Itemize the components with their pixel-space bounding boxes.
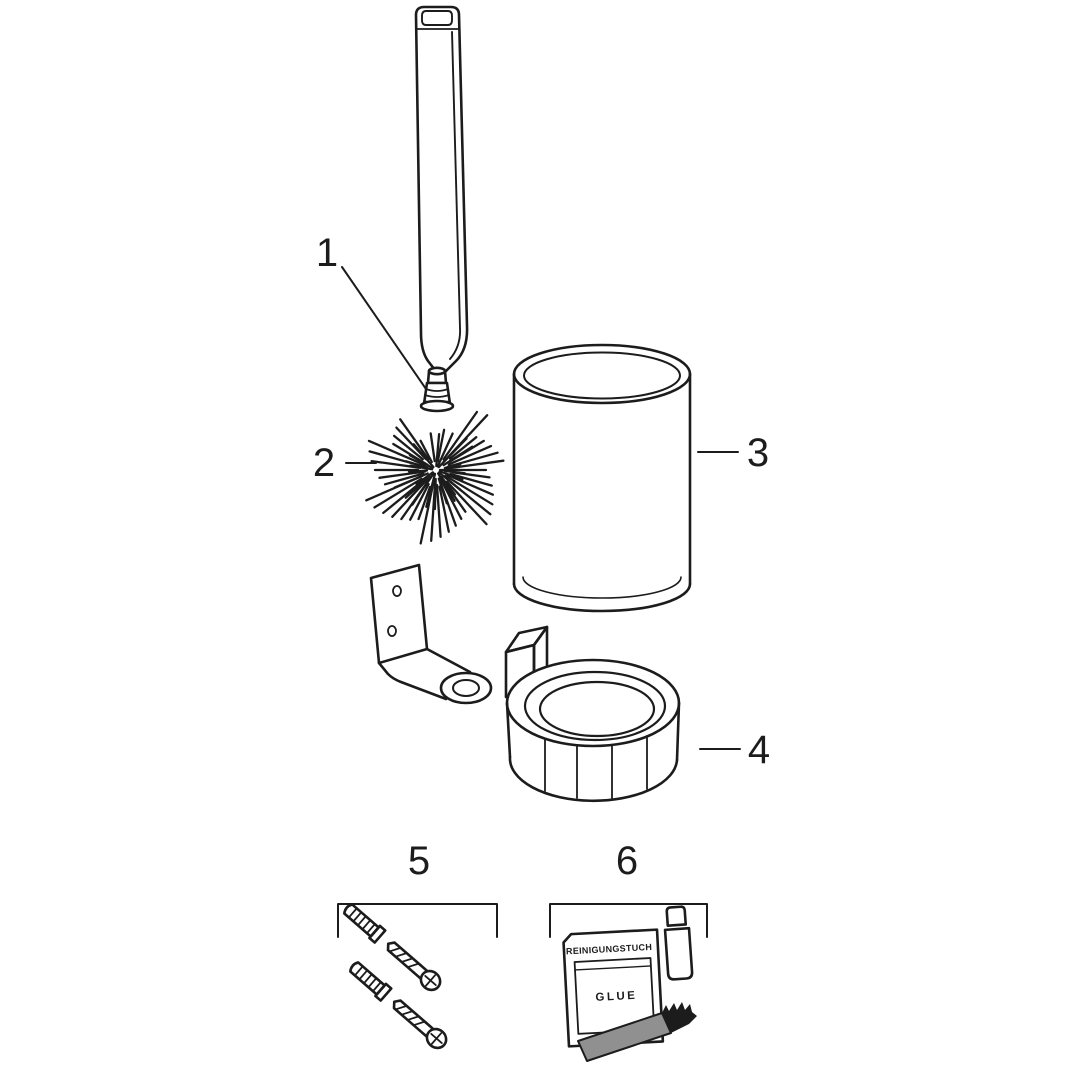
glue-set: REINIGUNGSTUCH GLUE bbox=[562, 905, 697, 1062]
part-label-4: 4 bbox=[748, 728, 770, 772]
screw-anchor-set bbox=[339, 899, 452, 1054]
brush-handle bbox=[414, 5, 469, 375]
tumbler bbox=[512, 343, 692, 613]
part-label-6: 6 bbox=[616, 839, 638, 883]
part-label-3: 3 bbox=[747, 431, 769, 475]
package-header-text: REINIGUNGSTUCH bbox=[566, 942, 653, 956]
holder-ring bbox=[504, 625, 681, 803]
package-glue-text: GLUE bbox=[595, 990, 638, 1004]
part-label-1: 1 bbox=[316, 231, 338, 275]
part-labels: 1 2 3 4 5 6 bbox=[313, 231, 770, 883]
callout-lines bbox=[337, 266, 741, 938]
part-label-5: 5 bbox=[408, 839, 430, 883]
brush-bristles bbox=[365, 410, 505, 545]
brush-connector-thread bbox=[419, 366, 455, 413]
glue-bottle bbox=[663, 905, 694, 981]
screw-anchor-1 bbox=[339, 899, 446, 996]
glue-applicator bbox=[577, 1002, 697, 1062]
part-label-2: 2 bbox=[313, 441, 335, 485]
wall-bracket bbox=[369, 563, 493, 705]
bracket-6 bbox=[549, 903, 708, 938]
leader-line-1 bbox=[341, 266, 427, 390]
line-art-root: REINIGUNGSTUCH GLUE 1 2 bbox=[313, 5, 770, 1062]
applicator-teeth bbox=[662, 1002, 697, 1033]
bracket-5 bbox=[337, 903, 498, 938]
